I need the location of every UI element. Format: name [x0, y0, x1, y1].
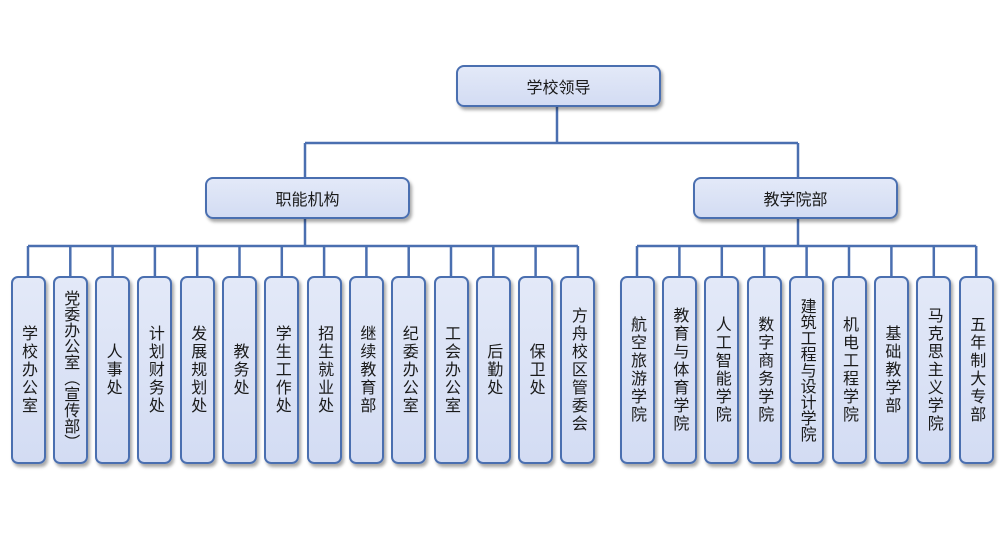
org-unit-node[interactable]: 计划财务处	[137, 276, 173, 464]
org-unit-node[interactable]: 后勤处	[475, 276, 511, 464]
org-unit-node[interactable]: 发展规划处	[179, 276, 215, 464]
org-unit-node[interactable]: 招生就业处	[306, 276, 342, 464]
org-unit-label: 学校办公室	[19, 325, 38, 415]
group-node-label: 职能机构	[275, 190, 340, 209]
org-unit-label: 党委办公室（宣传部）	[61, 290, 81, 450]
root-node-label: 学校领导	[526, 78, 591, 97]
org-unit-label: 工会办公室	[442, 325, 461, 415]
org-unit-node[interactable]: 机电工程学院	[831, 276, 867, 464]
group-node-functional-departments[interactable]: 职能机构	[205, 177, 410, 219]
org-unit-node[interactable]: 人工智能学院	[704, 276, 740, 464]
org-unit-label: 人工智能学院	[712, 316, 732, 424]
org-unit-node[interactable]: 教育与体育学院	[661, 276, 697, 464]
org-unit-label: 后勤处	[484, 343, 504, 397]
org-unit-label: 教务处	[230, 343, 250, 397]
org-unit-label: 教育与体育学院	[670, 307, 690, 433]
org-unit-node[interactable]: 五年制大专部	[958, 276, 994, 464]
org-unit-label: 纪委办公室	[399, 325, 419, 415]
group-node-label: 教学院部	[763, 190, 828, 209]
org-unit-label: 计划财务处	[145, 325, 165, 415]
org-unit-node[interactable]: 工会办公室	[433, 276, 469, 464]
org-unit-node[interactable]: 保卫处	[518, 276, 554, 464]
org-unit-label: 方舟校区管委会	[568, 307, 588, 433]
org-unit-label: 发展规划处	[188, 325, 208, 415]
org-unit-node[interactable]: 数字商务学院	[746, 276, 782, 464]
org-unit-node[interactable]: 教务处	[222, 276, 257, 464]
org-unit-node[interactable]: 纪委办公室	[391, 276, 427, 464]
org-unit-label: 马克思主义学院	[924, 307, 944, 433]
org-unit-node[interactable]: 党委办公室（宣传部）	[52, 276, 88, 464]
org-unit-label: 继续教育部	[357, 325, 377, 415]
org-unit-node[interactable]: 学生工作处	[264, 276, 300, 464]
org-unit-label: 航空旅游学院	[628, 316, 647, 424]
org-unit-label: 学生工作处	[272, 325, 292, 415]
org-unit-node[interactable]: 基础教学部	[873, 276, 909, 464]
org-unit-label: 机电工程学院	[840, 316, 859, 424]
org-unit-node[interactable]: 人事处	[95, 276, 131, 464]
org-unit-label: 基础教学部	[882, 325, 902, 415]
org-unit-node[interactable]: 方舟校区管委会	[560, 276, 596, 464]
org-unit-node[interactable]: 马克思主义学院	[916, 276, 952, 464]
org-unit-node[interactable]: 航空旅游学院	[619, 276, 655, 464]
org-unit-node[interactable]: 建筑工程与设计学院	[789, 276, 825, 464]
org-unit-node[interactable]: 继续教育部	[348, 276, 384, 464]
group-node-teaching-schools[interactable]: 教学院部	[693, 177, 898, 219]
org-unit-node[interactable]: 学校办公室	[10, 276, 46, 464]
org-unit-label: 保卫处	[526, 343, 546, 397]
org-unit-label: 五年制大专部	[967, 316, 987, 424]
root-node-school-leadership[interactable]: 学校领导	[456, 65, 661, 107]
org-unit-label: 人事处	[103, 343, 123, 397]
org-unit-label: 招生就业处	[315, 325, 335, 415]
org-unit-label: 数字商务学院	[755, 316, 775, 424]
org-unit-label: 建筑工程与设计学院	[797, 298, 817, 442]
